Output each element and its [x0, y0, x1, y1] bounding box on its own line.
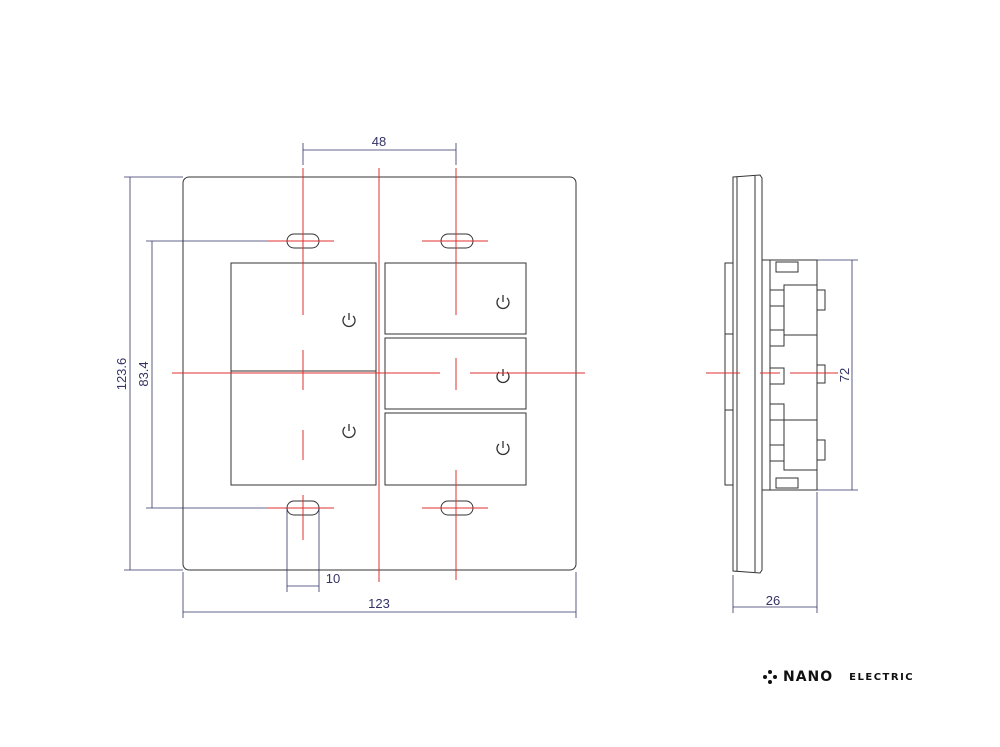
side-plate: [732, 174, 763, 574]
side-view: [724, 174, 826, 574]
dim-top-width: 48: [372, 134, 386, 149]
power-icon: [496, 295, 510, 310]
side-button-front: [724, 262, 734, 486]
dim-side-height: 72: [837, 368, 852, 382]
power-icon: [496, 369, 510, 384]
front-dimensions: [124, 143, 577, 618]
dim-slot-width: 10: [326, 571, 340, 586]
power-icon: [342, 313, 356, 328]
logo-subtitle: ELECTRIC: [849, 671, 915, 683]
dim-overall-height: 123.6: [114, 358, 129, 391]
dim-overall-width: 123: [368, 596, 390, 611]
dim-side-depth: 26: [766, 593, 780, 608]
power-icons: [342, 295, 510, 456]
power-icon: [496, 441, 510, 456]
side-dimensions: [732, 259, 858, 613]
brand-logo: NANO ELECTRIC: [763, 669, 914, 685]
dim-inner-height: 83.4: [136, 361, 151, 386]
dotted-diamond-icon: [763, 670, 777, 684]
center-lines: [172, 168, 585, 582]
logo-brand: NANO: [783, 669, 834, 685]
power-icon: [342, 424, 356, 439]
